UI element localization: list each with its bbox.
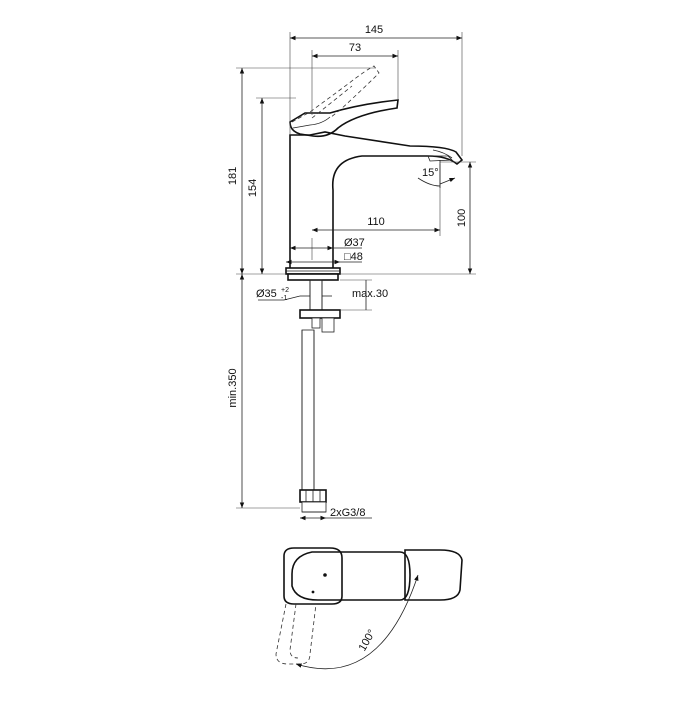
label-hole-tolerance-upper: +2 bbox=[281, 287, 289, 294]
label-body-diameter: Ø37 bbox=[344, 237, 365, 249]
label-base-square: □48 bbox=[344, 251, 363, 263]
label-spout-clearance: 100 bbox=[456, 209, 468, 227]
label-hose-length: min.350 bbox=[227, 368, 239, 407]
faucet-side-view bbox=[285, 65, 464, 275]
label-max-deck: max.30 bbox=[352, 288, 388, 300]
label-spout-reach: 110 bbox=[367, 216, 385, 228]
mounting-assembly bbox=[287, 273, 341, 513]
label-spout-angle: 15° bbox=[422, 167, 439, 179]
faucet-top-view bbox=[275, 547, 463, 670]
label-hole-tolerance-lower: -1 bbox=[281, 295, 287, 302]
label-body-height: 154 bbox=[247, 179, 259, 197]
label-overall-width: 145 bbox=[365, 24, 383, 36]
label-total-height: 181 bbox=[227, 167, 239, 185]
dimension-labels: 145 73 181 154 110 100 15° Ø37 □48 Ø35 +… bbox=[227, 24, 468, 653]
label-handle-offset: 73 bbox=[349, 42, 361, 54]
label-connections: 2xG3/8 bbox=[330, 507, 365, 519]
label-hole-diameter: Ø35 bbox=[256, 288, 277, 300]
dimension-lines bbox=[236, 32, 476, 521]
